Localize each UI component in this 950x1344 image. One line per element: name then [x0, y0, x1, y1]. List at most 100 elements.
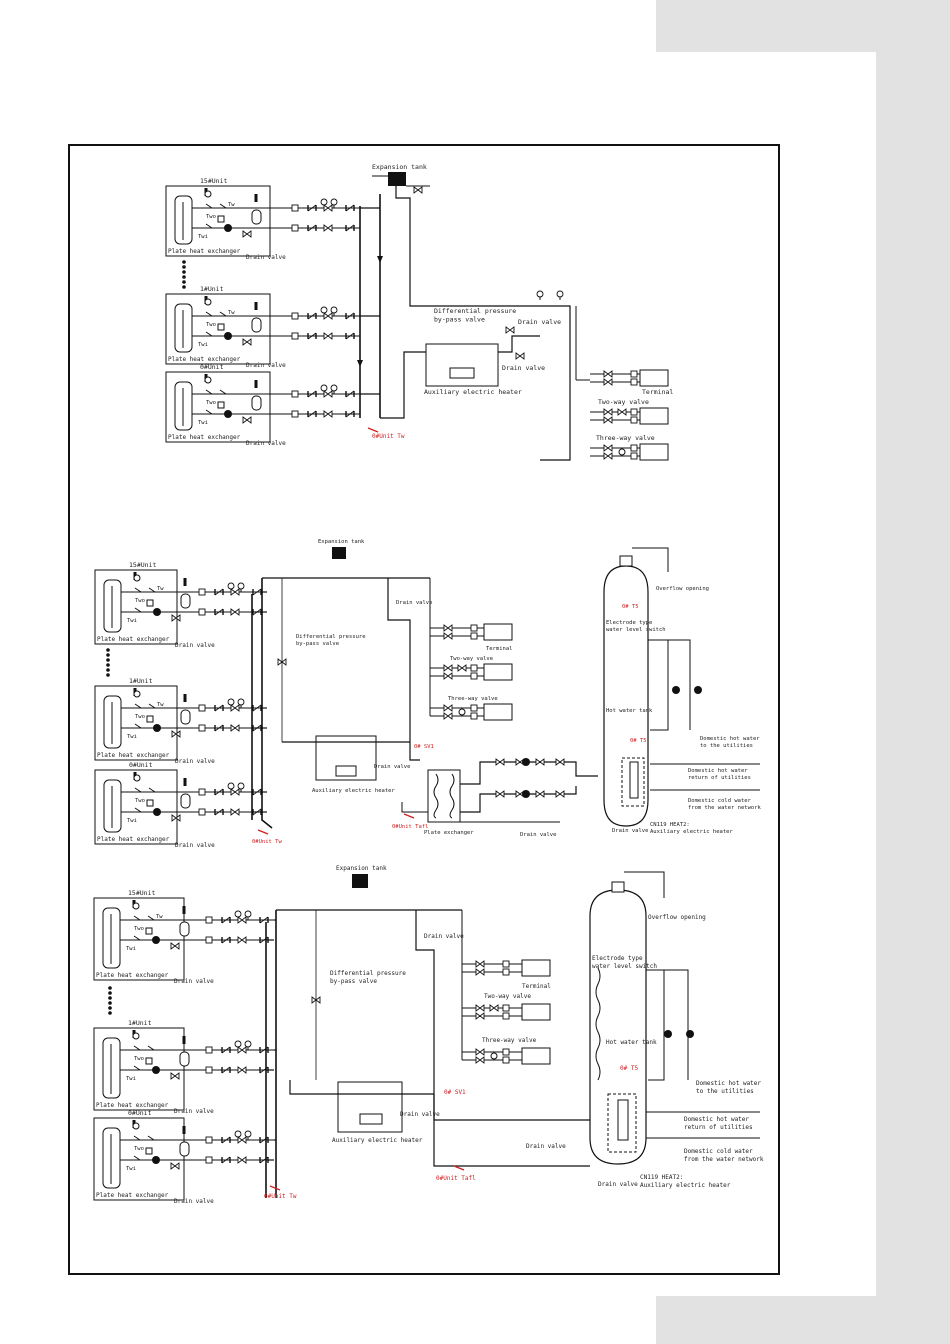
flow-switch-icon	[217, 323, 225, 331]
drain-valve-icon	[170, 942, 180, 950]
sensor-line	[134, 703, 142, 709]
pump-icon	[152, 936, 160, 944]
level-switch-label-line: water level switch	[606, 627, 666, 633]
check-valve-icon	[221, 937, 231, 943]
tw-sensor-label: Tw	[157, 586, 164, 592]
plate-heat-exchanger-label: Plate heat exchanger	[96, 1192, 169, 1199]
stop-valve-icon	[443, 664, 453, 672]
terminal-unit-box	[639, 369, 669, 387]
air-vent-icon	[254, 302, 258, 310]
check-valve-icon	[221, 936, 231, 944]
union-icon	[502, 1004, 510, 1012]
plate-exchanger-label: Plate exchanger	[424, 830, 474, 836]
check-valve-icon	[307, 225, 317, 231]
aux-heater-element-box	[621, 757, 645, 807]
circulation-pipe	[395, 186, 571, 461]
pump-icon	[153, 724, 161, 732]
pressure-gauge-icon	[234, 1040, 242, 1048]
air-vent-icon	[133, 690, 141, 698]
union-icon	[502, 960, 510, 968]
bypass-valve-label-line: Differential pressure	[330, 970, 406, 977]
unit-name-label: 1#Unit	[128, 1019, 152, 1027]
terminal-unit-box	[521, 959, 551, 977]
dhw-coil-pipe	[433, 1094, 590, 1167]
twi-sensor-label: Twi	[126, 1076, 136, 1082]
exchanger-coil-icon	[449, 773, 455, 819]
drain-valve-icon	[171, 814, 181, 822]
overflow-label: Overflow opening	[656, 586, 709, 592]
thermometer-gauge-icon	[237, 582, 245, 590]
plate-heat-exchanger-label: Plate heat exchanger	[96, 972, 169, 979]
sv1-label: 0# SV1	[414, 744, 434, 750]
aux-heater-label: Auxiliary electric heater	[424, 388, 522, 396]
check-valve-icon	[252, 589, 262, 595]
valve-icon	[495, 758, 505, 766]
union-icon	[198, 724, 206, 732]
three-way-valve-label: Three-way valve	[448, 696, 498, 702]
stop-valve-icon	[323, 410, 333, 418]
stop-valve-icon	[475, 960, 485, 968]
flow-switch-icon	[217, 215, 225, 223]
unit-name-label: 15#Unit	[200, 177, 227, 185]
air-vent-icon	[133, 774, 141, 782]
expansion-tank-icon	[332, 547, 346, 559]
ellipsis-icon	[182, 285, 186, 289]
check-valve-icon	[307, 410, 317, 418]
tafl-sensor-mark	[403, 813, 415, 819]
two-way-valve-label: Two-way valve	[450, 656, 493, 662]
drain-valve-icon	[515, 352, 525, 360]
union-icon	[470, 712, 478, 720]
terminal-label: Terminal	[486, 646, 513, 652]
ellipsis-icon	[182, 270, 186, 274]
tw-sensor-mark	[367, 427, 379, 433]
bypass-valve-label-line: Differential pressure	[434, 307, 516, 315]
check-valve-icon	[307, 332, 317, 340]
pressure-gauge-icon	[227, 582, 235, 590]
two-sensor-label: Two	[206, 400, 216, 406]
flow-switch-icon	[146, 799, 154, 807]
valve-icon	[495, 790, 505, 798]
flow-switch-icon	[217, 401, 225, 409]
sensor-line	[133, 935, 141, 941]
stop-valve-icon	[443, 704, 453, 712]
ellipsis-icon	[108, 1001, 112, 1005]
expansion-vessel-icon	[251, 395, 262, 411]
pressure-gauge-icon	[320, 306, 328, 314]
valve-icon	[555, 790, 565, 798]
twi-sensor-label: Twi	[126, 946, 136, 952]
terminal-unit-box	[639, 407, 669, 425]
stop-valve-icon	[603, 370, 613, 378]
pump-icon	[664, 1030, 672, 1038]
unit-tafl-label: 0#Unit Tafl	[392, 824, 428, 830]
tw-sensor-label: Tw	[156, 914, 163, 920]
check-valve-icon	[221, 1066, 231, 1074]
check-valve-icon	[221, 916, 231, 924]
ellipsis-icon	[106, 658, 110, 662]
drain-valve-label: Drain valve	[246, 440, 286, 447]
circulation-pipe	[415, 910, 590, 1121]
twi-sensor-label: Twi	[198, 342, 208, 348]
union-icon	[470, 704, 478, 712]
three-way-valve-label: Three-way valve	[596, 434, 655, 442]
bypass-valve-icon	[505, 326, 515, 334]
t5-label: 0# T5	[620, 1065, 638, 1072]
sensor-line	[134, 807, 142, 813]
stop-valve-icon	[323, 390, 333, 398]
three-way-valve-icon	[490, 1052, 498, 1060]
union-icon	[630, 370, 638, 378]
plate-heat-exchanger-label: Plate heat exchanger	[97, 636, 170, 643]
stop-valve-icon	[230, 704, 240, 712]
heat2-label-line: Auxiliary electric heater	[640, 1182, 731, 1189]
plate-heat-exchanger-label: Plate heat exchanger	[168, 356, 241, 363]
air-vent-icon	[132, 1032, 140, 1040]
heater-coil-icon	[449, 367, 475, 379]
hot-water-tank-label: Hot water tank	[606, 1039, 657, 1046]
expansion-tank-label: Expansion tank	[318, 539, 365, 545]
drain-valve-label: Drain valve	[246, 362, 286, 369]
pump-icon	[224, 332, 232, 340]
check-valve-icon	[214, 609, 224, 615]
ellipsis-icon	[108, 986, 112, 990]
check-valve-icon	[259, 917, 269, 923]
expansion-tank-icon	[388, 172, 406, 186]
